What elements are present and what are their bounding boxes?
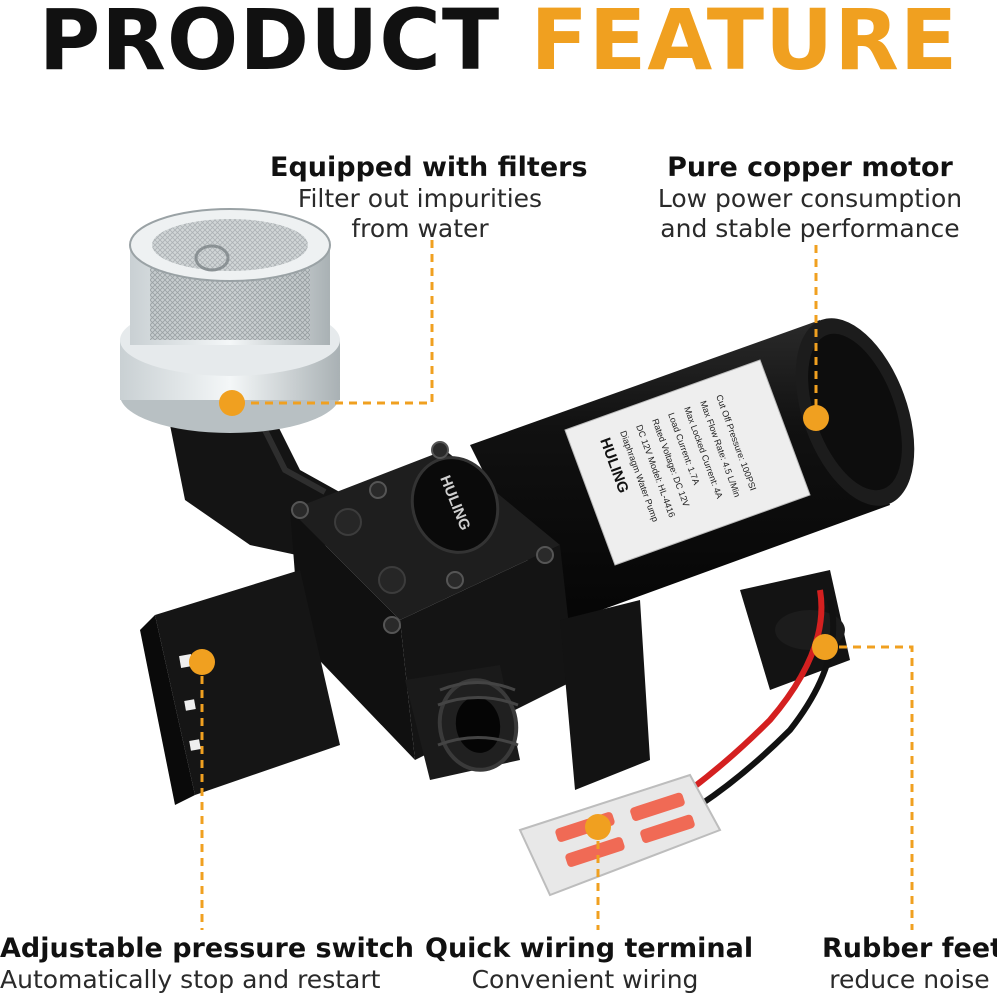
screw-icon	[431, 441, 449, 459]
pump-spec-label	[564, 359, 811, 566]
callout-dot-motor	[803, 405, 829, 431]
feature-motor-heading: Pure copper motor	[667, 152, 953, 183]
feature-switch-line1: Automatically stop and restart	[0, 965, 381, 994]
callout-dot-switch	[189, 649, 215, 675]
callout-dot-terminal	[585, 814, 611, 840]
pump-head: HULING	[290, 441, 575, 760]
feature-motor: Pure copper motor Low power consumption …	[645, 152, 975, 244]
callout-dot-filters	[219, 390, 245, 416]
screw-icon	[383, 616, 401, 634]
callout-dot-feet	[812, 634, 838, 660]
feature-switch-heading: Adjustable pressure switch	[0, 933, 414, 964]
screw-icon	[291, 501, 309, 519]
copper-motor: HULING Diaphragm Water Pump DC 12V Model…	[470, 318, 915, 625]
wiring-terminal	[518, 773, 722, 897]
feature-switch: Adjustable pressure switch Automatically…	[0, 933, 414, 995]
feature-filters-heading: Equipped with filters	[270, 152, 588, 183]
feature-feet: Rubber feet reduce noise	[822, 933, 997, 995]
screw-icon	[369, 481, 387, 499]
title-part-product: PRODUCT	[38, 0, 501, 89]
feature-motor-line1: Low power consumption	[657, 184, 963, 213]
callout-lines	[200, 240, 914, 930]
feature-feet-heading: Rubber feet	[822, 933, 997, 964]
feature-feet-line1: reduce noise	[829, 965, 990, 994]
feature-motor-line2: and stable performance	[660, 214, 960, 243]
feature-filters: Equipped with filters Filter out impurit…	[270, 152, 588, 244]
screw-icon	[536, 546, 554, 564]
feature-filters-line1: Filter out impurities	[297, 184, 543, 213]
filter-housing	[120, 208, 340, 433]
red-wire	[688, 589, 825, 793]
screw-icon	[446, 571, 464, 589]
title-part-feature: FEATURE	[530, 0, 959, 89]
outlet-port	[405, 665, 520, 780]
feature-terminal-line1: Convenient wiring	[471, 965, 699, 994]
feature-terminal: Quick wiring terminal Convenient wiring	[425, 933, 754, 995]
feature-filters-line2: from water	[351, 214, 489, 243]
black-wire	[698, 599, 837, 808]
feature-terminal-heading: Quick wiring terminal	[425, 933, 754, 964]
page-title: PRODUCT FEATURE	[0, 0, 997, 88]
